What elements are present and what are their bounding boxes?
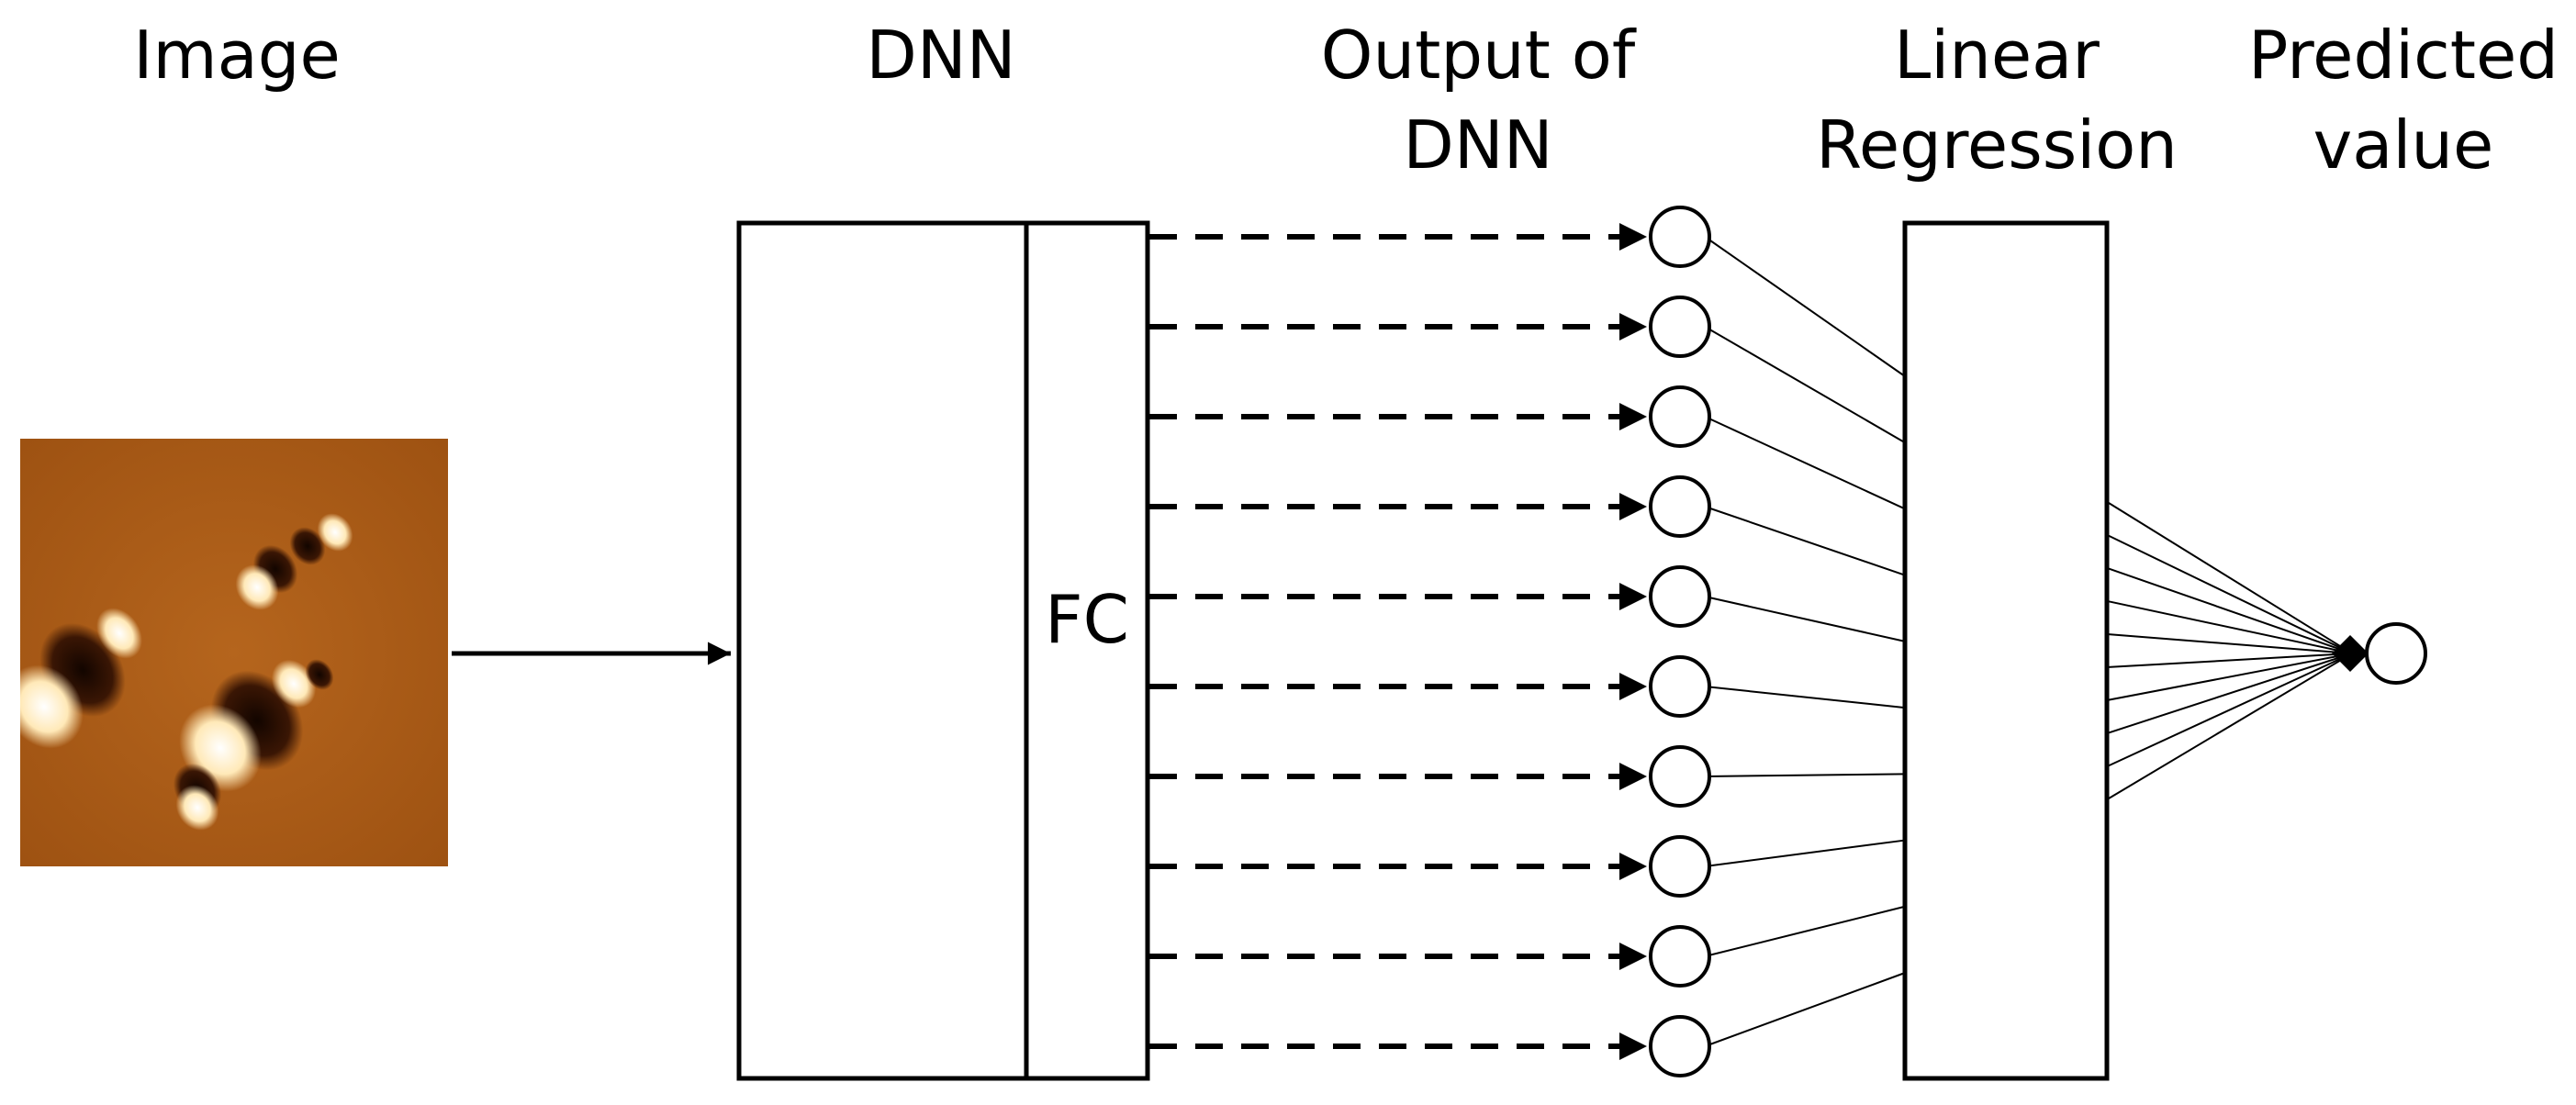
- output-connection-line: [2108, 653, 2353, 701]
- input-image: [20, 439, 448, 866]
- output-node: [1649, 475, 1711, 538]
- input-connection-line: [1705, 839, 1906, 867]
- output-node: [1649, 296, 1711, 358]
- input-connection-line: [1704, 905, 1906, 957]
- output-node: [1649, 745, 1711, 808]
- node-to-regression-lines: [1704, 236, 1906, 1047]
- dnn-label: DNN: [866, 17, 1015, 94]
- input-connection-line: [1704, 972, 1906, 1047]
- output-connection-line: [2108, 534, 2353, 654]
- input-connection-line: [1705, 773, 1906, 777]
- input-connection-line: [1704, 416, 1906, 510]
- output-label-line2: DNN: [1403, 106, 1552, 184]
- output-connection-line: [2108, 567, 2353, 654]
- input-connection-line: [1704, 326, 1906, 444]
- regression-to-prediction-lines: [2108, 502, 2353, 799]
- predicted-value-label-line2: value: [2313, 106, 2494, 184]
- output-node: [1649, 385, 1711, 448]
- input-connection-line: [1704, 506, 1906, 576]
- input-connection-line: [1705, 686, 1906, 709]
- input-connection-line: [1704, 596, 1906, 642]
- output-connection-line: [2108, 653, 2353, 799]
- output-label-line1: Output of: [1321, 17, 1637, 94]
- dnn-box: [736, 220, 1150, 1081]
- output-connection-line: [2108, 653, 2353, 767]
- linear-regression-label-line2: Regression: [1816, 106, 2178, 184]
- output-node: [1649, 655, 1711, 718]
- linear-regression-box: [1902, 220, 2110, 1081]
- predicted-value-label-line1: Predicted: [2248, 17, 2559, 94]
- prediction-arrowhead: [2332, 635, 2369, 672]
- output-connection-line: [2108, 653, 2353, 734]
- output-node: [1649, 206, 1711, 268]
- dnn-output-arrows: [1149, 223, 1647, 1060]
- output-node: [1649, 835, 1711, 898]
- output-connection-line: [2108, 600, 2353, 654]
- linear-regression-label-line1: Linear: [1894, 17, 2100, 94]
- output-connection-line: [2108, 502, 2353, 654]
- dnn-output-nodes: [1649, 206, 1711, 1077]
- input-connection-line: [1704, 236, 1906, 377]
- output-connection-line: [2108, 653, 2353, 668]
- fc-label: FC: [1045, 581, 1129, 658]
- image-label: Image: [133, 17, 341, 94]
- output-connection-line: [2108, 633, 2353, 654]
- output-node: [1649, 1015, 1711, 1077]
- output-node: [1649, 925, 1711, 988]
- predicted-value-node: [2365, 622, 2427, 685]
- output-node: [1649, 565, 1711, 628]
